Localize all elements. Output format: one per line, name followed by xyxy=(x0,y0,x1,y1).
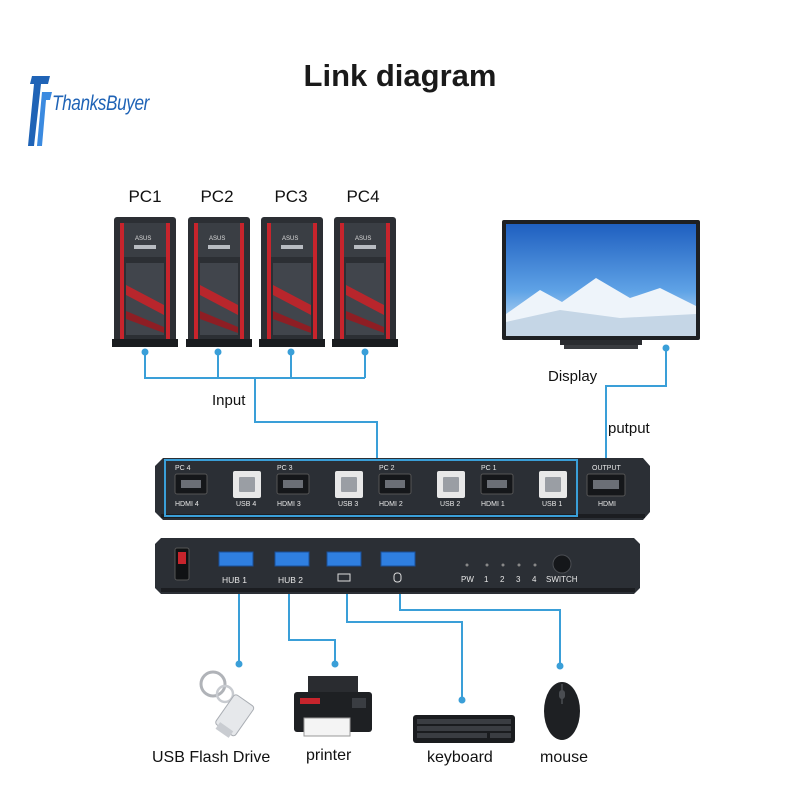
port-group-pc1 xyxy=(480,471,567,498)
brand-logo: ThanksBuyer xyxy=(28,70,158,152)
pc3-label: PC3 xyxy=(274,187,308,206)
port-group-pc4 xyxy=(174,471,261,498)
output-label: putput xyxy=(608,420,650,437)
pc4-badge: ASUS xyxy=(355,236,372,242)
display-monitor-icon xyxy=(502,220,700,349)
mouse-label: mouse xyxy=(540,749,589,766)
port-pc2-usb-label: USB 2 xyxy=(440,501,461,508)
hub2-label: HUB 2 xyxy=(278,575,304,585)
switch-button-label: SWITCH xyxy=(546,575,578,584)
printer-icon xyxy=(294,676,372,737)
pc2-tower-icon xyxy=(186,217,252,347)
led-pw-label: PW xyxy=(461,575,474,584)
port-pc2-hdmi-label: HDMI 2 xyxy=(379,501,403,508)
led-3-label: 3 xyxy=(516,575,521,584)
port-pc3-usb-label: USB 3 xyxy=(338,501,359,508)
keyboard-label: keyboard xyxy=(427,749,493,766)
port-pc4-top-label: PC 4 xyxy=(175,465,191,472)
port-output-top-label: OUTPUT xyxy=(592,465,621,472)
pc2-label: PC2 xyxy=(200,187,234,206)
pc3-tower-icon xyxy=(259,217,325,347)
port-pc3-hdmi-label: HDMI 3 xyxy=(277,501,301,508)
hub1-label: HUB 1 xyxy=(222,575,248,585)
brand-logo-mark xyxy=(28,76,52,146)
port-group-pc2 xyxy=(378,471,465,498)
port-group-output xyxy=(586,473,626,497)
port-pc1-top-label: PC 1 xyxy=(481,465,497,472)
mouse-icon xyxy=(544,682,580,740)
port-group-pc3 xyxy=(276,471,363,498)
pc1-badge: ASUS xyxy=(135,236,152,242)
led-1-label: 1 xyxy=(484,575,489,584)
port-pc4-hdmi-label: HDMI 4 xyxy=(175,501,199,508)
usb-flash-drive-label: USB Flash Drive xyxy=(152,749,271,766)
led-4-label: 4 xyxy=(532,575,537,584)
kvm-switch-rear-panel xyxy=(155,458,650,520)
port-pc1-usb-label: USB 1 xyxy=(542,501,563,508)
pc3-badge: ASUS xyxy=(282,236,299,242)
display-label: Display xyxy=(548,368,598,385)
port-output-bottom-label: HDMI xyxy=(598,501,616,508)
pc4-tower-icon xyxy=(332,217,398,347)
port-pc2-top-label: PC 2 xyxy=(379,465,395,472)
pc4-label: PC4 xyxy=(346,187,380,206)
page-title: Link diagram xyxy=(303,58,497,93)
kvm-switch-front-panel xyxy=(155,538,640,594)
keyboard-icon xyxy=(413,715,515,743)
port-pc1-hdmi-label: HDMI 1 xyxy=(481,501,505,508)
led-2-label: 2 xyxy=(500,575,505,584)
input-label: Input xyxy=(212,392,246,409)
port-pc4-usb-label: USB 4 xyxy=(236,501,257,508)
pc1-tower-icon xyxy=(112,217,178,347)
pc1-label: PC1 xyxy=(128,187,162,206)
printer-label: printer xyxy=(306,747,352,764)
brand-name: ThanksBuyer xyxy=(52,92,149,115)
pc2-badge: ASUS xyxy=(209,236,226,242)
port-pc3-top-label: PC 3 xyxy=(277,465,293,472)
usb-flash-drive-icon xyxy=(199,670,255,738)
